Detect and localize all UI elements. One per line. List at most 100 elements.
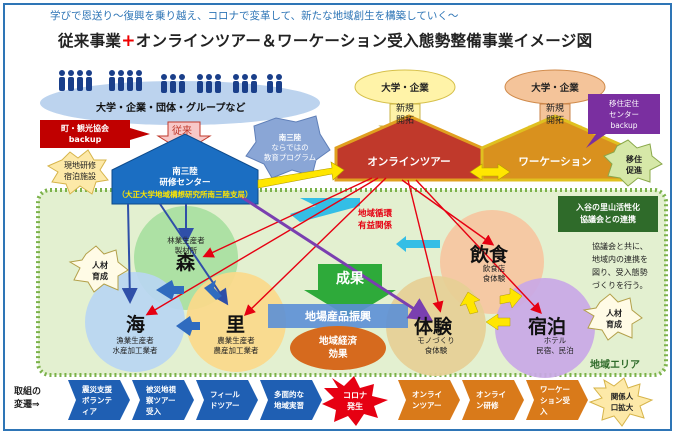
center-label: 南三陸 研修センター （大正大学地域構想研究所南三陸支局） [112,162,258,204]
conventional-tag: 従来 [172,126,192,137]
flow-step-6: オンラインツアー [406,380,456,420]
flow-step-3-line-1: フィール [210,390,240,399]
forest-sub-1: 林業生産者 [167,236,205,245]
center-line-3: （大正大学地域構想研究所南三陸支局） [117,189,253,199]
forest-title: 森 [176,252,196,274]
sea-sub: 漁業生産者 水産加工業者 [85,336,185,356]
flow-label: 取組の 変遷⇒ [14,386,41,412]
sea-title: 海 [126,314,146,336]
flow-step-6-line-1: オンライ [412,390,442,399]
migration-promo-line-2: 促進 [626,166,642,175]
food-sub: 飲食店 食体験 [454,264,534,284]
new-dev-2-line-2: 開拓 [545,116,564,126]
experience-sub-1: モノづくり [417,336,455,345]
circular-line-2: 有益関係 [357,221,392,231]
sea-sub-2: 水産加工業者 [112,346,158,355]
cyan-arrow-2 [396,236,440,252]
town-association-label: 町・観光協会 backup [40,120,130,148]
onsite-training-label: 現地研修 宿泊施設 [52,158,108,184]
flow-step-7: オンライン研修 [470,380,520,420]
hr-left-line-2: 育成 [92,272,108,281]
experience-title: 体験 [414,316,453,338]
center-line-2: 研修センター [159,177,211,188]
satoyama-line-1: 入谷の里山活性化 [576,203,640,212]
cooperation-line-3: 図り、受入態勢 [592,268,648,277]
migration-line-1: 移住定住 [609,98,639,108]
flow-step-8-line-2: ション受 [540,395,570,405]
univ-company-1: 大学・企業 [381,83,429,94]
hr-right-line-2: 育成 [606,320,622,329]
onsite-training-burst [46,149,109,195]
flow-step-1-line-1: 震災支援 [82,384,112,394]
flow-step-6-line-2: ンツアー [412,401,442,410]
satoyama-line-2: 協議会との連携 [580,215,636,224]
flow-step-8: ワーケーション受入 [534,380,584,420]
education-line-3: 教育プログラム [263,153,317,162]
migration-line-3: backup [610,120,638,130]
flow-chevrons [68,380,588,420]
onsite-training-line-1: 現地研修 [64,161,96,170]
flow-step-9: 関係人 口拡大 [598,390,646,414]
cooperation-line-1: 協議会と共に、 [592,242,648,251]
workation-label: ワーケーション [518,155,592,168]
flow-step-3: フィールドツアー [204,380,254,420]
economic-effect-oval [290,326,386,370]
migration-center-label: 移住定住 センター backup [588,95,660,133]
village-title: 里 [226,314,246,336]
experience-sub: モノづくり 食体験 [396,336,476,356]
flow-step-5-line-1: コロナ [343,391,367,400]
flow-step-1: 震災支援ボランティア [76,380,126,420]
hr-right-label: 人材 育成 [590,304,638,334]
people-icons [59,70,282,93]
lodging-sub-1: ホテル [543,336,567,345]
flow-label-line-2: 変遷⇒ [14,400,40,410]
lodging-sub: ホテル 民宿、民泊 [515,336,595,356]
local-products-label: 地場産品振興 [305,310,371,323]
town-association-box [40,120,130,148]
flow-step-5: コロナ 発生 [330,388,380,414]
flow-step-2-line-2: 察ツアー [146,395,176,405]
education-program-burst [245,115,331,179]
food-sub-2: 食体験 [482,274,506,283]
town-association-line-2: backup [68,135,102,144]
village-sub: 農業生産者 農産加工業者 [186,336,286,356]
outer-frame [3,3,672,431]
hr-right-line-1: 人材 [606,309,622,318]
flow-step-3-line-2: ドツアー [210,401,240,410]
flow-step-7-line-1: オンライ [476,390,506,399]
town-association-line-1: 町・観光協会 [61,124,109,133]
flow-step-2-line-1: 被災地視 [146,384,176,394]
lodging-title: 宿泊 [528,316,567,338]
cooperation-line-2: 地域内の連携を [592,255,648,264]
hr-left-burst [68,245,129,293]
satoyama-label: 入谷の里山活性化 協議会との連携 [558,196,658,232]
new-dev-1-line-2: 開拓 [395,116,414,126]
flow-step-9-line-1: 関係人 [610,392,634,401]
page-subtitle: 学びで恩送り～復興を乗り越え、コロナで変革して、新たな地域創生を構築していく～ [50,10,459,22]
groups-cloud [40,81,320,125]
flow-step-7-line-2: ン研修 [476,401,499,410]
center-line-1: 南三陸 [172,166,198,177]
economic-line-1: 地域経済 [318,336,357,347]
economic-effect-label: 地域経済 効果 [290,330,386,366]
new-dev-2-line-1: 新規 [545,104,564,114]
local-products-bar [268,304,408,328]
outcome-label: 成果 [336,271,364,287]
cooperation-line-4: づくりを行う。 [592,281,648,290]
new-development-1: 新規 開拓 [385,103,425,127]
new-development-2: 新規 開拓 [535,103,575,127]
circular-line-1: 地域循環 [357,209,392,219]
area-label: 地域エリア [590,360,640,371]
hr-right-burst [582,293,643,341]
flow-step-1-line-3: ィア [82,406,97,416]
link-double-arrow [469,163,511,181]
lodging-sub-2: 民宿、民泊 [536,346,574,355]
center-to-online-arrow [257,161,345,189]
migration-line-2: センター [609,109,639,119]
title-left: 従来事業 [58,32,122,50]
education-line-1: 南三陸 [278,133,302,142]
flow-step-4-line-1: 多面的な [274,390,304,399]
education-program-label: 南三陸 ならではの 教育プログラム [258,128,322,168]
flow-step-2-line-3: 受入 [146,406,161,416]
village-sub-2: 農産加工業者 [213,346,259,355]
